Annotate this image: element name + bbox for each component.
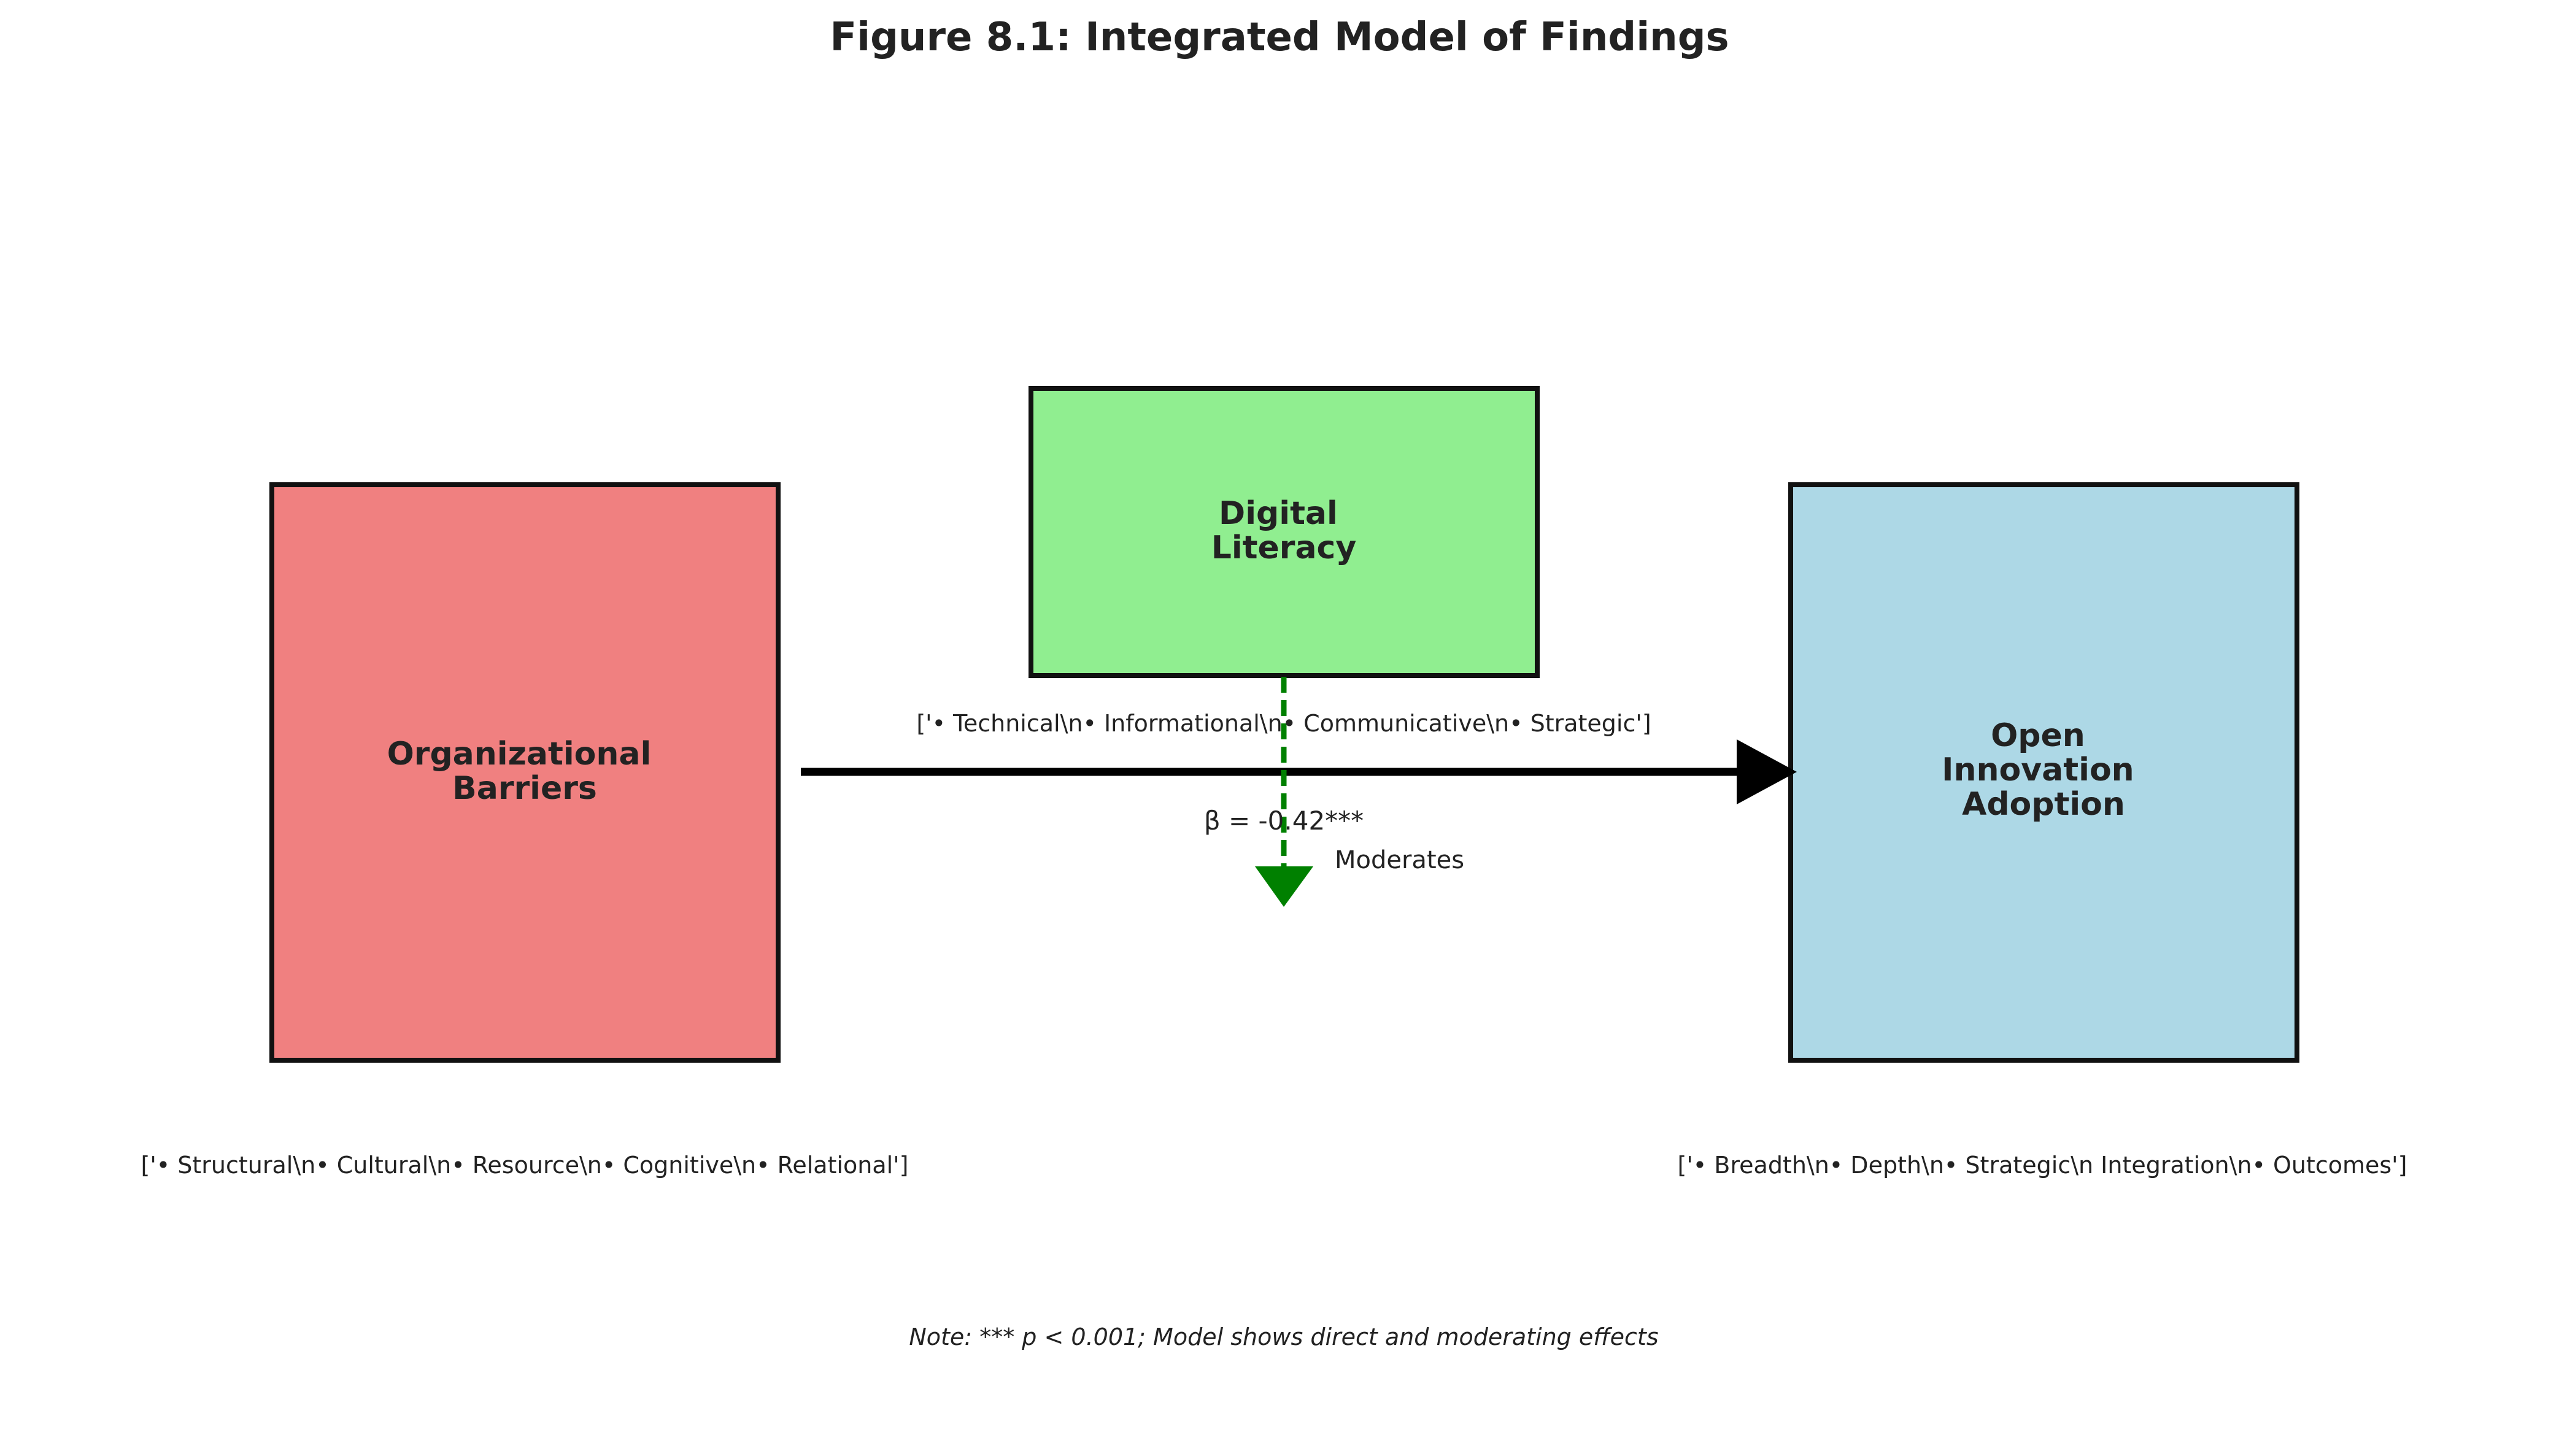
beta-coefficient-label: β = -0.42***	[1204, 806, 1364, 836]
moderation-arrow	[1255, 677, 1313, 907]
moderation-arrowhead	[1255, 866, 1313, 907]
literacy-box	[1029, 386, 1540, 678]
figure-title: Figure 8.1: Integrated Model of Findings	[830, 15, 1729, 60]
adoption-node: Open Innovation Adoption	[1788, 482, 2299, 1063]
adoption-dimensions-label: ['• Breadth\n• Depth\n• Strategic\n Inte…	[1678, 1152, 2407, 1179]
barriers-box	[269, 482, 781, 1063]
literacy-dimensions-label: ['• Technical\n• Informational\n• Commun…	[916, 710, 1651, 737]
moderates-label: Moderates	[1335, 846, 1464, 874]
literacy-node: Digital Literacy	[1029, 386, 1540, 678]
adoption-box-label: Open Innovation Adoption	[1942, 717, 2145, 823]
barriers-node: Organizational Barriers	[269, 482, 781, 1063]
literacy-box-label: Digital Literacy	[1211, 495, 1357, 566]
direct-effect-arrow	[801, 739, 1797, 804]
barriers-box-label: Organizational Barriers	[387, 736, 663, 807]
direct-effect-arrowhead	[1737, 739, 1797, 804]
adoption-box	[1788, 482, 2299, 1063]
figure-note: Note: *** p < 0.001; Model shows direct …	[909, 1323, 1658, 1350]
barriers-dimensions-label: ['• Structural\n• Cultural\n• Resource\n…	[141, 1152, 909, 1179]
